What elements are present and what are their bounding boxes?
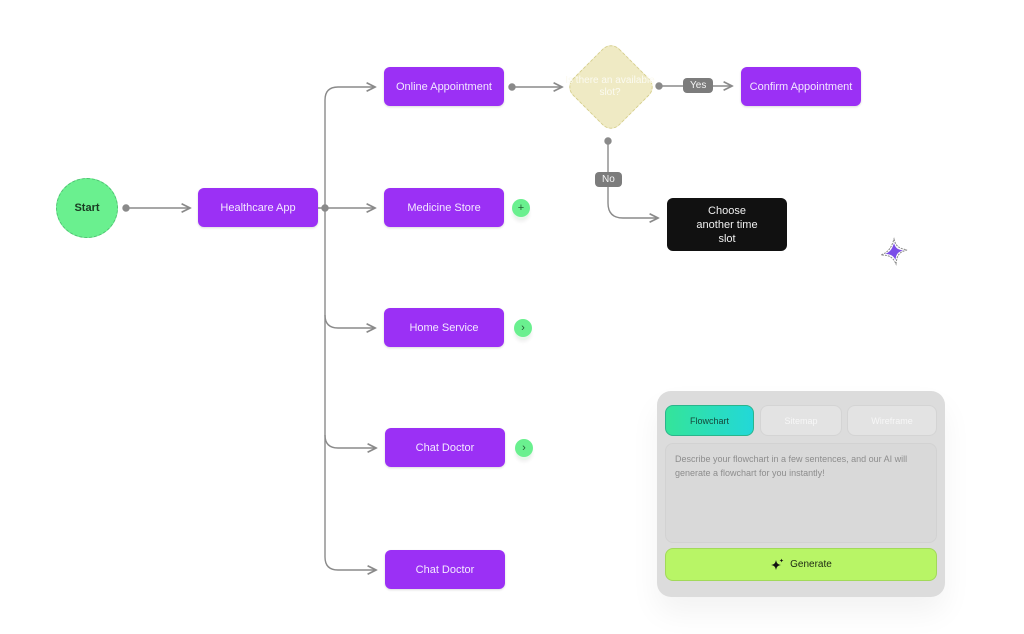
online-appointment-label: Online Appointment <box>395 80 492 93</box>
confirm-appointment-node[interactable]: Confirm Appointment <box>741 67 861 106</box>
prompt-textarea[interactable]: Describe your flowchart in a few sentenc… <box>665 443 937 543</box>
tab-wireframe[interactable]: Wireframe <box>847 405 937 436</box>
chevron-right-icon: › <box>522 442 526 454</box>
connector-app-online <box>324 87 375 208</box>
online-appointment-node[interactable]: Online Appointment <box>384 67 504 106</box>
medicine-store-label: Medicine Store <box>407 201 481 214</box>
tab-sitemap[interactable]: Sitemap <box>760 405 842 436</box>
tab-label: Flowchart <box>689 415 729 426</box>
medicine-store-node[interactable]: Medicine Store <box>384 188 504 227</box>
connector-app-home <box>324 208 375 328</box>
chat-doctor-node[interactable]: Chat Doctor <box>385 428 505 467</box>
expand-node-button[interactable]: › <box>515 439 533 457</box>
plus-icon: + <box>517 202 525 214</box>
generate-label: Generate <box>790 559 832 570</box>
sparkle-icon <box>771 558 784 570</box>
chat-doctor-label: Chat Doctor <box>415 563 475 576</box>
choose-another-slot-node[interactable]: Choose another time slot <box>667 198 787 251</box>
decision-label: Is there an available slot? <box>565 75 655 98</box>
no-label: No <box>595 172 622 187</box>
chat-doctor-label: Chat Doctor <box>415 441 475 454</box>
chat-doctor-node-2[interactable]: Chat Doctor <box>385 550 505 589</box>
yes-label: Yes <box>683 78 714 93</box>
ai-generator-panel: Flowchart Sitemap Wireframe Describe you… <box>657 391 945 597</box>
home-service-node[interactable]: Home Service <box>384 308 504 347</box>
generate-button[interactable]: Generate <box>665 548 937 581</box>
connector-no <box>607 141 658 218</box>
start-label: Start <box>74 202 100 214</box>
home-service-label: Home Service <box>409 321 479 334</box>
expand-node-button[interactable]: › <box>514 319 532 337</box>
prompt-placeholder: Describe your flowchart in a few sentenc… <box>675 454 908 478</box>
sparkle-icon[interactable] <box>876 236 912 268</box>
healthcare-app-node[interactable]: Healthcare App <box>198 188 318 227</box>
connector-app-chat1 <box>324 315 376 448</box>
tab-label: Wireframe <box>871 415 913 426</box>
connector-app-chat2 <box>324 435 376 570</box>
choose-another-slot-label: Choose another time slot <box>696 204 758 245</box>
healthcare-app-label: Healthcare App <box>220 201 296 214</box>
tab-flowchart[interactable]: Flowchart <box>665 405 754 436</box>
chevron-right-icon: › <box>521 322 525 334</box>
tab-label: Sitemap <box>784 415 818 426</box>
start-node[interactable]: Start <box>56 178 118 238</box>
add-node-button[interactable]: + <box>512 199 530 217</box>
confirm-appointment-label: Confirm Appointment <box>749 80 853 93</box>
